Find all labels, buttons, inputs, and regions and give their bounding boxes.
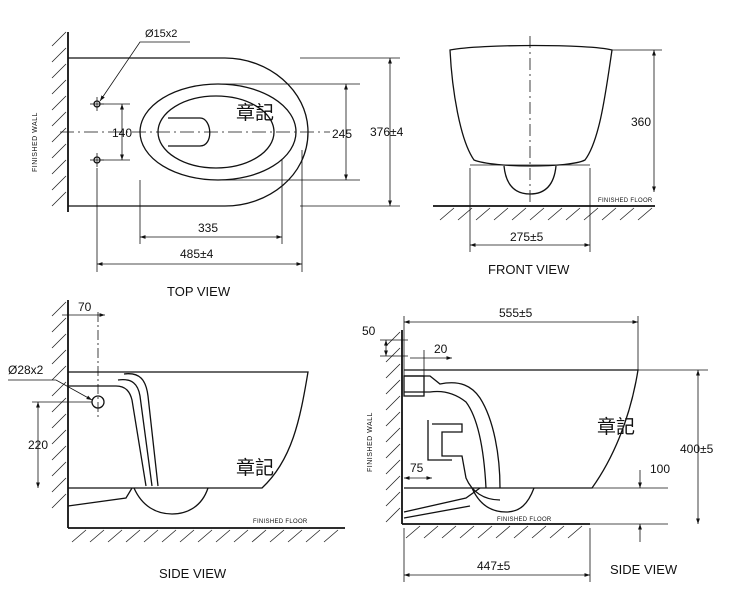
sr-trapway-back xyxy=(427,420,452,461)
dim-sr-555: 555±5 xyxy=(499,306,533,320)
sr-trap-bottom xyxy=(471,487,535,513)
finished-wall-label: FINISHED WALL xyxy=(32,112,39,172)
sl-rim-curve-2 xyxy=(123,373,159,487)
sr-view-title: SIDE VIEW xyxy=(610,562,678,577)
sr-trapway xyxy=(432,423,501,501)
front-view: FINISHED FLOOR 360 275±5 FRONT VIEW xyxy=(433,36,662,277)
sl-inner-wall xyxy=(68,385,147,487)
top-view-title: TOP VIEW xyxy=(167,284,231,299)
dim-sl-70: 70 xyxy=(78,300,92,314)
dim-front-360: 360 xyxy=(631,115,651,129)
sr-outlet-bottom xyxy=(403,505,471,519)
dim-sl-220: 220 xyxy=(28,438,48,452)
sr-inlet-block xyxy=(403,375,425,397)
dim-top-485: 485±4 xyxy=(180,247,214,261)
top-view: FINISHED WALL Ø15x2 140 245 xyxy=(32,28,404,299)
front-floor-hatch xyxy=(439,207,653,221)
sl-view-title: SIDE VIEW xyxy=(159,566,227,581)
dim-sr-400: 400±5 xyxy=(680,442,714,456)
dim-front-275: 275±5 xyxy=(510,230,544,244)
sl-rim-curve-1 xyxy=(117,378,153,487)
dim-sr-20: 20 xyxy=(434,342,448,356)
sr-floor-hatch xyxy=(405,525,583,539)
dim-sl-hole: Ø28x2 xyxy=(8,363,44,377)
sr-finished-wall-label: FINISHED WALL xyxy=(367,412,374,472)
sl-floor-hatch xyxy=(71,529,339,543)
sl-wall-hatch xyxy=(51,301,67,509)
top-hole-leader xyxy=(99,41,190,102)
sr-section-outer xyxy=(404,375,501,489)
dim-top-245: 245 xyxy=(332,127,352,141)
dim-top-335: 335 xyxy=(198,221,218,235)
sr-outlet-top xyxy=(403,487,481,513)
dim-sr-447: 447±5 xyxy=(477,559,511,573)
side-view-right: FINISHED WALL FINISHED FLOOR xyxy=(362,306,714,582)
sl-hole-leader xyxy=(8,379,93,401)
sl-finished-floor-label: FINISHED FLOOR xyxy=(253,519,308,525)
sr-section-inner xyxy=(404,390,487,489)
front-bowl-outline xyxy=(449,44,613,167)
watermark-side-right: 章記 xyxy=(597,416,635,438)
watermark-side-left: 章記 xyxy=(236,457,274,479)
watermark-top: 章記 xyxy=(236,102,274,124)
sl-bowl-outline xyxy=(68,371,309,489)
top-wall-hatch xyxy=(51,31,67,207)
sl-trap xyxy=(133,487,209,515)
dim-sr-100: 100 xyxy=(650,462,670,476)
sl-outlet xyxy=(67,487,133,507)
dim-top-140: 140 xyxy=(112,126,132,140)
sr-finished-floor-label: FINISHED FLOOR xyxy=(497,517,552,523)
front-view-title: FRONT VIEW xyxy=(488,262,570,277)
dim-sr-75: 75 xyxy=(410,461,424,475)
dim-top-376: 376±4 xyxy=(370,125,404,139)
sr-wall-hatch xyxy=(385,331,401,523)
sr-bowl-outline xyxy=(404,369,639,489)
dim-top-hole: Ø15x2 xyxy=(145,28,177,40)
dim-sr-50: 50 xyxy=(362,324,376,338)
side-view-left: FINISHED FLOOR 70 Ø28x2 220 SIDE VIEW 章記 xyxy=(8,300,345,581)
front-finished-floor-label: FINISHED FLOOR xyxy=(598,198,653,204)
